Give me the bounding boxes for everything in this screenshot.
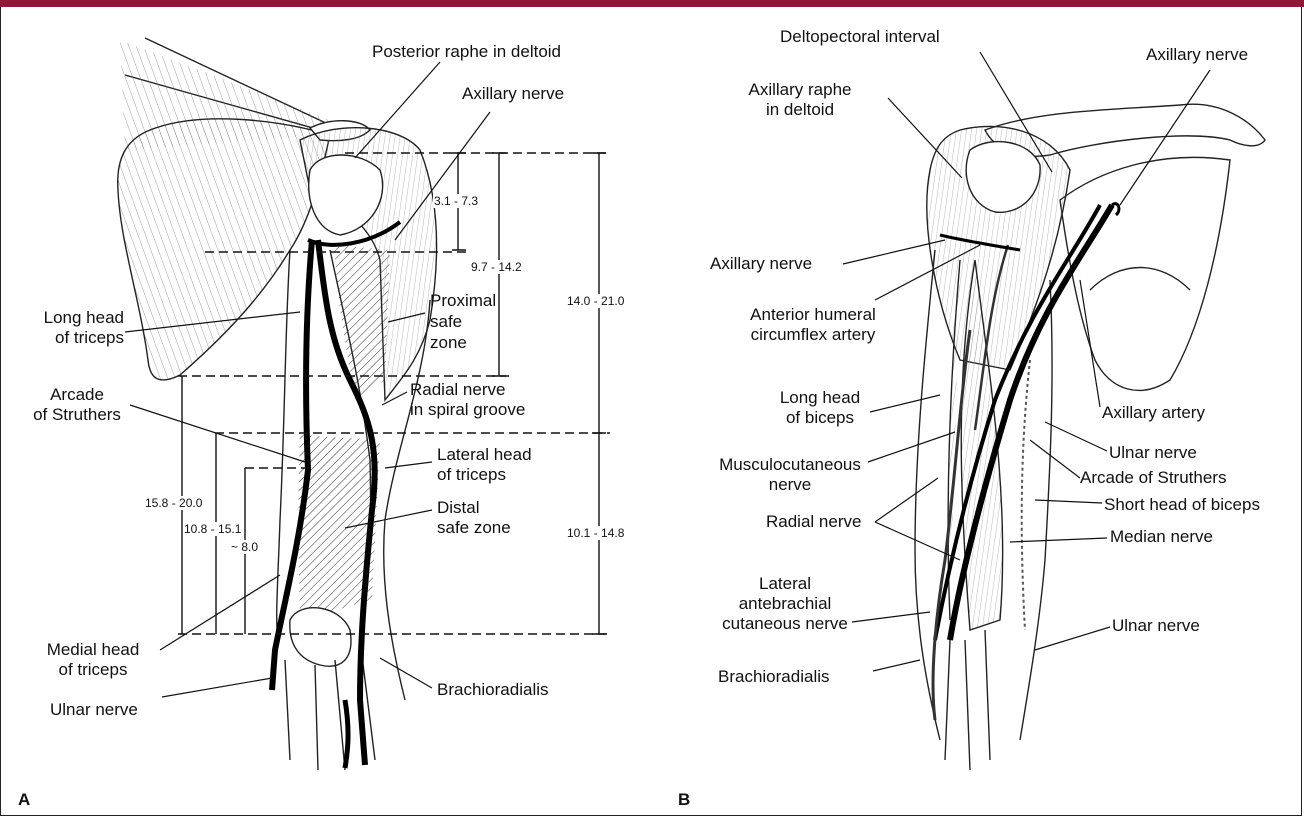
label-distal-safe-zone: Distal safe zone	[437, 498, 511, 538]
measurement-3-1-7-3: 3.1 - 7.3	[433, 194, 479, 208]
label-median-nerve: Median nerve	[1110, 527, 1213, 547]
label-brachioradialis-b: Brachioradialis	[718, 667, 830, 687]
label-long-head-biceps: Long head of biceps	[770, 388, 870, 428]
panel-b-drawing	[915, 104, 1265, 770]
measurement-8-0: ~ 8.0	[230, 540, 259, 554]
label-axillary-nerve: Axillary nerve	[462, 84, 564, 104]
label-radial-nerve-spiral: Radial nerve in spiral groove	[410, 380, 525, 420]
label-long-head-triceps: Long head of triceps	[20, 308, 124, 348]
label-arcade-struthers: Arcade of Struthers	[18, 385, 136, 425]
panel-a-drawing	[118, 38, 437, 770]
label-proximal-safe-zone: Proximal safe zone	[430, 290, 496, 353]
label-axillary-nerve-top: Axillary nerve	[1146, 45, 1248, 65]
label-brachioradialis: Brachioradialis	[437, 680, 549, 700]
label-posterior-raphe: Posterior raphe in deltoid	[372, 42, 561, 62]
label-lateral-antebrachial: Lateral antebrachial cutaneous nerve	[720, 574, 850, 634]
label-ulnar-nerve-upper: Ulnar nerve	[1109, 443, 1197, 463]
label-musculocutaneous-nerve: Musculocutaneous nerve	[710, 455, 870, 495]
measurement-10-1-14-8: 10.1 - 14.8	[566, 526, 625, 540]
label-deltopectoral-interval: Deltopectoral interval	[780, 27, 940, 47]
measurement-15-8-20-0: 15.8 - 20.0	[144, 496, 203, 510]
label-ulnar-nerve: Ulnar nerve	[50, 700, 138, 720]
label-axillary-artery: Axillary artery	[1102, 403, 1205, 423]
measurement-10-8-15-1: 10.8 - 15.1	[183, 522, 242, 536]
label-lateral-head-triceps: Lateral head of triceps	[437, 445, 532, 485]
label-axillary-raphe: Axillary raphe in deltoid	[725, 80, 875, 120]
measurement-14-0-21-0: 14.0 - 21.0	[566, 294, 625, 308]
label-ulnar-nerve-lower: Ulnar nerve	[1112, 616, 1200, 636]
label-anterior-humeral-circumflex: Anterior humeral circumflex artery	[728, 305, 898, 345]
label-arcade-struthers-b: Arcade of Struthers	[1080, 468, 1226, 488]
label-axillary-nerve-left: Axillary nerve	[710, 254, 812, 274]
panel-a-letter: A	[18, 790, 30, 810]
label-medial-head-triceps: Medial head of triceps	[28, 640, 158, 680]
label-radial-nerve: Radial nerve	[766, 512, 861, 532]
measurement-9-7-14-2: 9.7 - 14.2	[470, 260, 523, 274]
panel-b-letter: B	[678, 790, 690, 810]
label-short-head-biceps: Short head of biceps	[1104, 495, 1260, 515]
